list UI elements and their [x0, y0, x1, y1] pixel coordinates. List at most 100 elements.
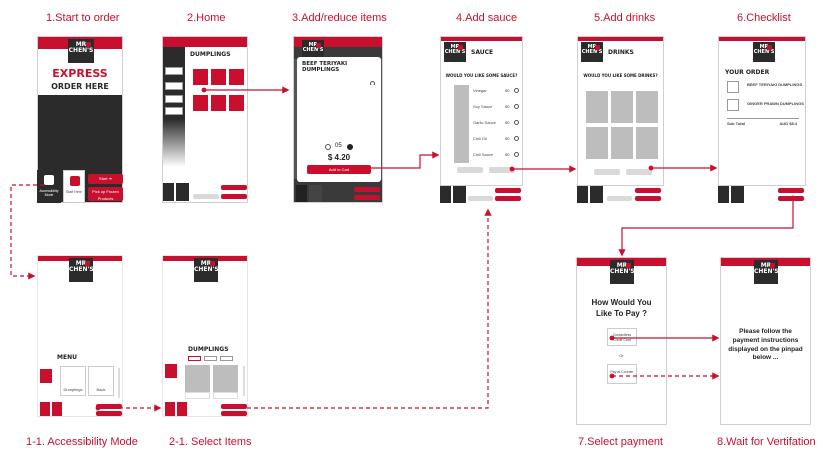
- accessibility-button[interactable]: [718, 186, 729, 203]
- step-label-select-items: 2-1. Select Items: [169, 436, 252, 448]
- view-cart-button[interactable]: [778, 188, 804, 193]
- cart-button[interactable]: [590, 186, 603, 203]
- start-here-button[interactable]: Start Here: [63, 170, 85, 203]
- sidebar-item[interactable]: [165, 107, 183, 115]
- sauce-option-qty: 00: [505, 88, 510, 93]
- quantity-value: 05: [335, 143, 342, 149]
- step-label-home: 2.Home: [187, 12, 226, 24]
- filter-chip[interactable]: [188, 356, 201, 361]
- product-tile[interactable]: [193, 95, 208, 111]
- drinks-back-button[interactable]: [594, 169, 620, 175]
- drink-tile[interactable]: [611, 91, 633, 123]
- sauce-option-row[interactable]: Vinegar 00: [473, 87, 521, 95]
- drinks-next-button[interactable]: [626, 169, 652, 175]
- quantity-stepper[interactable]: 05: [325, 143, 355, 151]
- contactless-option[interactable]: Contactless Credit Card: [607, 328, 637, 346]
- drink-tile[interactable]: [636, 127, 658, 159]
- view-cart-button[interactable]: [96, 404, 122, 409]
- sauce-back-button[interactable]: [457, 167, 483, 173]
- sauce-plus-icon[interactable]: [514, 136, 519, 141]
- drink-tile[interactable]: [586, 91, 608, 123]
- minus-icon[interactable]: [325, 144, 331, 150]
- accessibility-button[interactable]: [440, 186, 451, 203]
- step-label-sauce: 4.Add sauce: [456, 12, 518, 24]
- connector-checklist-to-payment: [618, 195, 796, 257]
- header-bar: [294, 37, 382, 47]
- checkout-button[interactable]: [96, 411, 122, 416]
- cart-button[interactable]: [176, 183, 189, 201]
- view-cart-button[interactable]: [354, 187, 380, 192]
- sauce-option-label: Vinegar: [473, 88, 487, 93]
- view-cart-button[interactable]: [221, 404, 247, 409]
- header-bar: [578, 37, 663, 41]
- add-to-cart-button[interactable]: Add to Cart: [307, 165, 371, 174]
- product-tile[interactable]: [229, 69, 244, 85]
- start-button[interactable]: Start ➔: [88, 174, 123, 184]
- pickup-frozen-button[interactable]: Pick up Frozen Products: [88, 187, 123, 201]
- accessibility-side-button[interactable]: [165, 364, 177, 378]
- order-here-heading: ORDER HERE: [51, 82, 109, 91]
- cart-button[interactable]: [731, 186, 744, 203]
- view-cart-button[interactable]: [221, 185, 247, 190]
- cancel-order-button[interactable]: [607, 196, 632, 201]
- category-tile-back[interactable]: Back: [88, 366, 114, 396]
- accessibility-button[interactable]: [165, 402, 175, 416]
- checkout-button[interactable]: [221, 194, 247, 199]
- checkout-button[interactable]: [778, 196, 804, 201]
- product-tile[interactable]: [185, 365, 210, 392]
- checkout-button[interactable]: [354, 195, 380, 200]
- accessibility-side-button[interactable]: [40, 369, 52, 383]
- product-tile[interactable]: [193, 69, 208, 85]
- drink-tile[interactable]: [636, 91, 658, 123]
- scroll-track[interactable]: [118, 368, 120, 398]
- sidebar-item[interactable]: [165, 95, 183, 103]
- view-cart-button[interactable]: [635, 188, 661, 193]
- view-cart-button[interactable]: [495, 188, 521, 193]
- scroll-track[interactable]: [243, 366, 245, 396]
- sauce-next-button[interactable]: [489, 167, 515, 173]
- checkout-button[interactable]: [495, 196, 521, 201]
- sauce-plus-icon[interactable]: [514, 88, 519, 93]
- sauce-plus-icon[interactable]: [514, 104, 519, 109]
- accessibility-button[interactable]: [577, 186, 588, 203]
- cart-button[interactable]: [177, 402, 187, 416]
- cart-button[interactable]: [309, 185, 322, 202]
- product-tile[interactable]: [229, 95, 244, 111]
- pay-at-counter-option[interactable]: Pay at Counter: [607, 364, 637, 384]
- filter-chip[interactable]: [220, 356, 233, 361]
- checkout-button[interactable]: [221, 411, 247, 416]
- filter-chip[interactable]: [204, 356, 217, 361]
- accessibility-button[interactable]: [40, 402, 50, 416]
- cancel-order-button[interactable]: [468, 196, 493, 201]
- sauce-plus-icon[interactable]: [514, 152, 519, 157]
- sidebar-item[interactable]: [165, 67, 183, 75]
- drink-tile[interactable]: [611, 127, 633, 159]
- item-image-area: [297, 85, 381, 140]
- select-title: DUMPLINGS: [188, 346, 229, 353]
- product-tile[interactable]: [211, 69, 226, 85]
- accessibility-button[interactable]: [296, 185, 307, 202]
- checklist-footer: [718, 186, 806, 204]
- cart-button[interactable]: [52, 402, 62, 416]
- plus-icon[interactable]: [347, 144, 353, 150]
- product-tile[interactable]: [213, 365, 238, 392]
- cancel-order-button[interactable]: [193, 194, 219, 199]
- cart-button[interactable]: [453, 186, 466, 203]
- checkout-button[interactable]: [635, 196, 661, 201]
- drink-tile[interactable]: [586, 127, 608, 159]
- sidebar-item[interactable]: [165, 82, 183, 90]
- step-label-verification: 8.Wait for Vertifation: [717, 436, 816, 448]
- accessibility-button[interactable]: [163, 183, 174, 201]
- sauce-plus-icon[interactable]: [514, 120, 519, 125]
- product-tile[interactable]: [211, 95, 226, 111]
- step-label-drinks: 5.Add drinks: [594, 12, 656, 24]
- category-tile-dumplings[interactable]: Dumplings: [60, 366, 86, 396]
- accessibility-mode-button[interactable]: Accessibility Mode: [37, 170, 61, 203]
